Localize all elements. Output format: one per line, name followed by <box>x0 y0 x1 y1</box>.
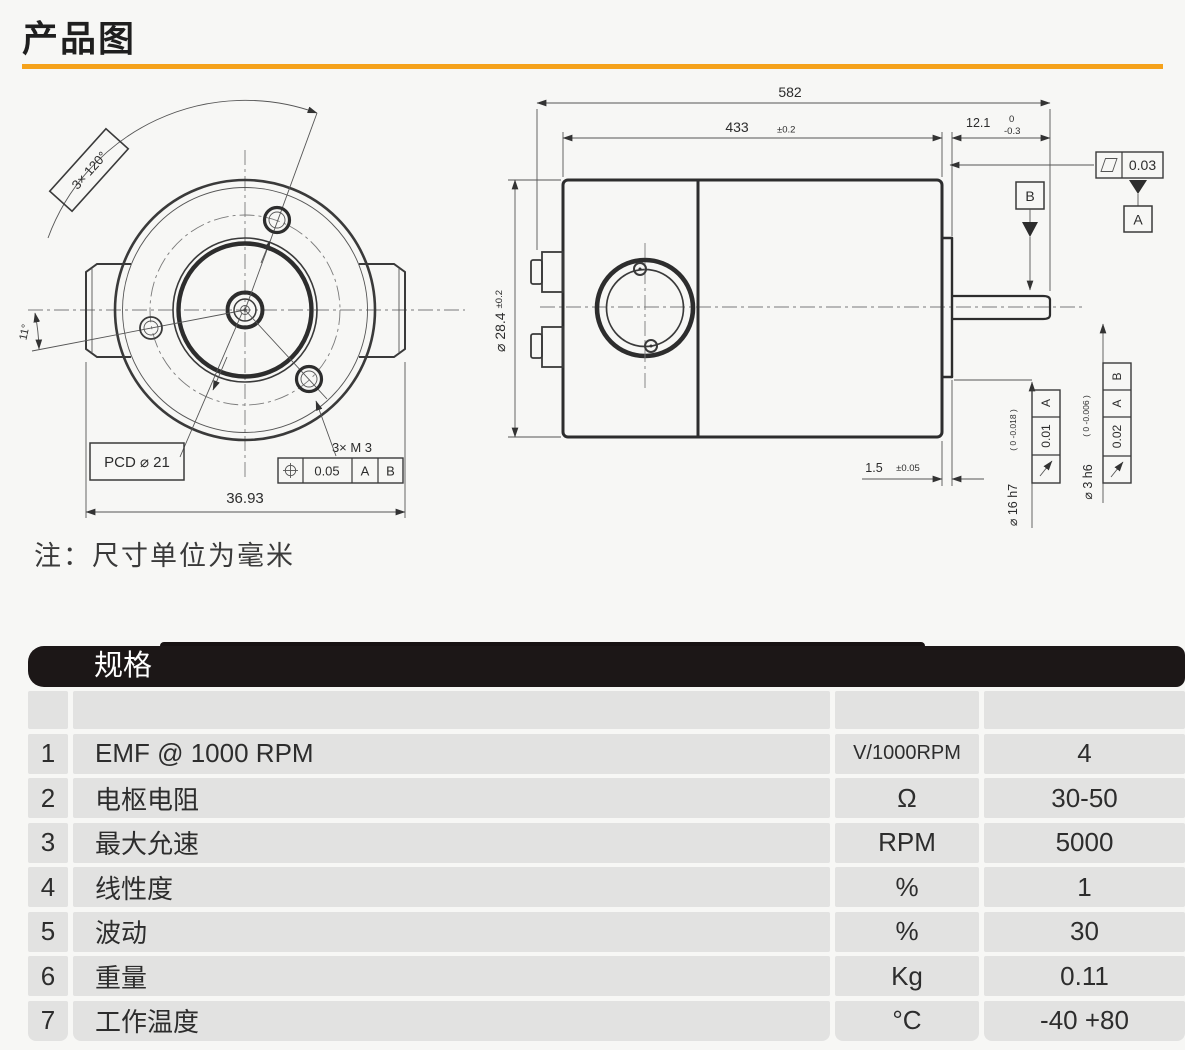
row-name: 线性度 <box>73 867 830 907</box>
pcd-label: PCD ⌀ 21 <box>104 454 170 471</box>
spec-table-header: 规格 <box>28 646 1185 687</box>
row-unit: RPM <box>835 822 979 863</box>
row-value: 5000 <box>984 822 1185 863</box>
datum-b: B <box>1015 181 1045 291</box>
row-unit: % <box>835 911 979 952</box>
row-value: 30-50 <box>984 778 1185 818</box>
side-view: 582 433 ±0.2 12.1 0 -0.3 0.03 <box>492 84 1164 528</box>
technical-drawing: 3× 120° 11° PCD ⌀ 21 3× M 3 0.0 <box>17 84 1164 528</box>
row-value: 4 <box>984 733 1185 774</box>
row-number: 4 <box>28 867 68 907</box>
svg-text:0: 0 <box>1009 114 1014 125</box>
svg-text:( 0 -0.006 ): ( 0 -0.006 ) <box>1081 395 1091 437</box>
spec-header-cell <box>73 691 830 729</box>
svg-text:A: A <box>361 464 370 479</box>
right-mounting-tab <box>359 263 406 358</box>
row-value: 1 <box>984 867 1185 907</box>
row-number: 2 <box>28 778 68 818</box>
terminals <box>530 251 564 368</box>
pilot-boss <box>940 236 954 379</box>
units-note: 注：尺寸单位为毫米 <box>34 541 295 571</box>
svg-text:B: B <box>386 464 395 479</box>
motor-body <box>561 178 944 439</box>
bolt-hole <box>294 364 324 394</box>
flatness-symbol-icon <box>1100 158 1118 172</box>
row-name: 工作温度 <box>73 1000 830 1041</box>
bolt-hole <box>262 205 292 235</box>
pattern-angle-label: 3× 120° <box>48 127 130 213</box>
bolt-hole <box>139 316 163 340</box>
svg-text:±0.05: ±0.05 <box>896 463 920 474</box>
spec-header-cell <box>984 691 1185 729</box>
row-value: 0.11 <box>984 956 1185 996</box>
position-tolerance-frame: 0.05 A B <box>277 457 404 484</box>
row-number: 1 <box>28 733 68 774</box>
row-unit: % <box>835 867 979 907</box>
svg-text:0.02: 0.02 <box>1110 424 1124 448</box>
shaft-dia-label: ⌀ 3 h6 <box>1081 464 1095 499</box>
row-name: 电枢电阻 <box>73 778 830 818</box>
total-length-dim: 582 <box>778 84 802 100</box>
row-number: 6 <box>28 956 68 996</box>
svg-text:B: B <box>1025 188 1034 204</box>
left-mounting-tab <box>85 263 131 358</box>
row-value: 30 <box>984 911 1185 952</box>
spec-header-cell <box>835 691 979 729</box>
position-symbol-icon <box>283 463 298 478</box>
spec-table-title: 规格 <box>94 650 153 682</box>
row-name: 最大允速 <box>73 822 830 863</box>
boss-length-dim: 1.5 <box>865 461 882 475</box>
row-name: 波动 <box>73 911 830 952</box>
svg-text:A: A <box>1110 399 1124 407</box>
body-length-dim: 433 <box>725 119 749 135</box>
body-dia-dim: ⌀ 28.4±0.2 <box>492 290 508 352</box>
svg-text:-0.3: -0.3 <box>1004 126 1020 137</box>
svg-text:±0.2: ±0.2 <box>777 125 795 136</box>
thread-label: 3× M 3 <box>332 440 372 455</box>
row-number: 5 <box>28 911 68 952</box>
flatness-tolerance-frame: 0.03 <box>1095 151 1164 179</box>
svg-text:0.01: 0.01 <box>1039 424 1053 448</box>
row-name: 重量 <box>73 956 830 996</box>
row-number: 7 <box>28 1000 68 1041</box>
shaft <box>950 294 1052 321</box>
row-unit: Kg <box>835 956 979 996</box>
spec-header-cell <box>28 691 68 729</box>
row-value: -40 +80 <box>984 1000 1185 1041</box>
shaft-length-dim: 12.1 <box>966 116 990 130</box>
shaft-callout: B A 0.02 ( 0 -0.006 ) ⌀ 3 h6 <box>1081 323 1132 503</box>
svg-text:B: B <box>1110 372 1124 380</box>
row-unit: Ω <box>835 778 979 818</box>
accent-underline <box>22 64 1163 69</box>
front-view: 3× 120° 11° PCD ⌀ 21 3× M 3 0.0 <box>17 99 465 518</box>
boss-dia-label: ⌀ 16 h7 <box>1006 484 1020 526</box>
overall-width-dim: 36.93 <box>226 490 264 507</box>
svg-text:A: A <box>1039 399 1053 407</box>
offset-angle-label: 11° <box>17 323 32 341</box>
row-unit: V/1000RPM <box>835 733 979 774</box>
page-title: 产品图 <box>22 18 137 59</box>
row-number: 3 <box>28 822 68 863</box>
runout-symbol-icon <box>1110 461 1124 478</box>
svg-text:0.05: 0.05 <box>314 464 339 479</box>
boss-callout: A 0.01 ( 0 -0.018 ) ⌀ 16 h7 <box>954 379 1061 528</box>
svg-text:A: A <box>1133 212 1143 228</box>
runout-symbol-icon <box>1039 460 1053 477</box>
datum-a: A <box>1123 180 1153 233</box>
svg-text:( 0 -0.018 ): ( 0 -0.018 ) <box>1008 409 1018 451</box>
spec-table: 1 EMF @ 1000 RPM V/1000RPM 4 2 电枢电阻 Ω 30… <box>28 691 1185 1041</box>
row-unit: °C <box>835 1000 979 1041</box>
row-name: EMF @ 1000 RPM <box>73 733 830 774</box>
svg-text:0.03: 0.03 <box>1129 157 1156 173</box>
svg-text:3× 120°: 3× 120° <box>69 148 110 192</box>
pcd-box <box>89 442 185 481</box>
